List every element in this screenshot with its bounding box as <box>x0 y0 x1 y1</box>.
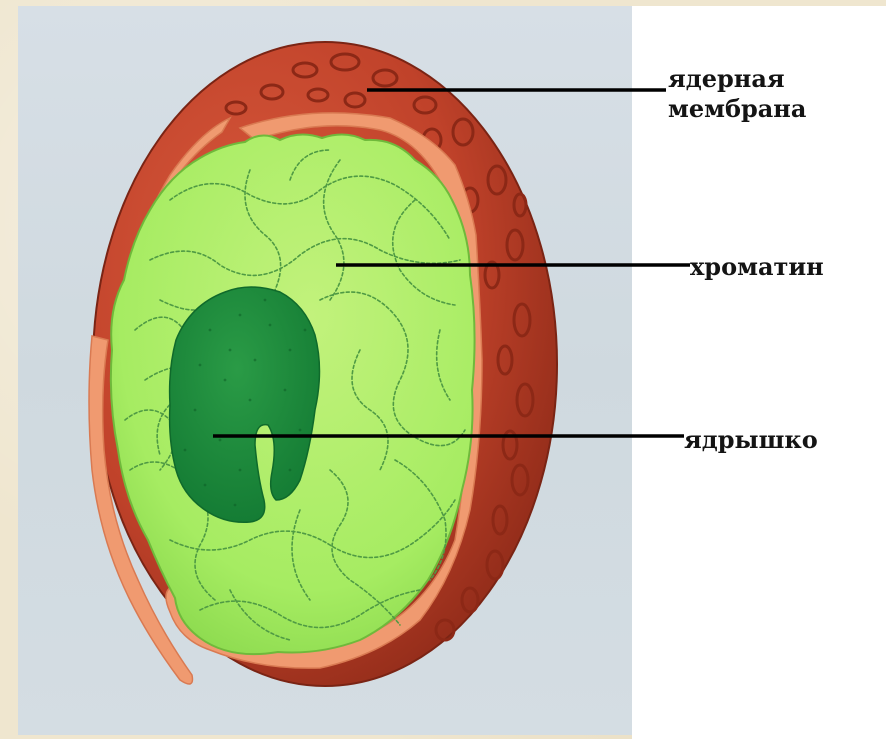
label-nuclear-membrane-line1: ядерная <box>668 64 806 94</box>
label-nuclear-membrane: ядерная мембрана <box>668 64 806 124</box>
label-nucleolus: ядрышко <box>684 425 818 455</box>
label-nuclear-membrane-line2: мембрана <box>668 94 806 124</box>
label-chromatin: хроматин <box>690 252 824 282</box>
